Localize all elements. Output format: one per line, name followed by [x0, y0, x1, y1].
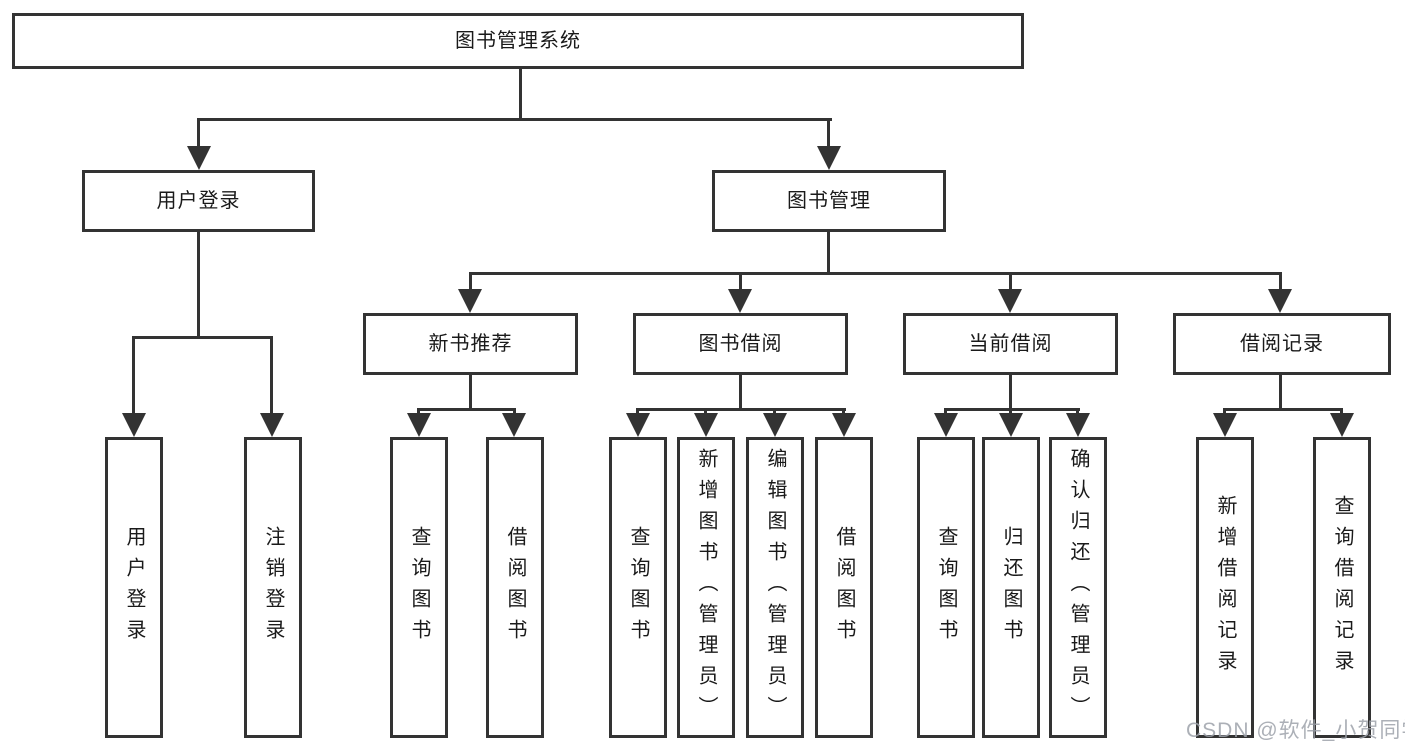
node-label: 用户登录: [123, 525, 145, 650]
arrow-down-icon: [458, 289, 482, 313]
arrow-down-icon: [694, 413, 718, 437]
node-current-borrow: 当前借阅: [903, 313, 1118, 375]
node-label: 用户登录: [156, 190, 241, 212]
node-borrow-records: 借阅记录: [1173, 313, 1391, 375]
node-library-system: 图书管理系统: [12, 13, 1024, 69]
node-book-management: 图书管理: [712, 170, 946, 232]
connector-line: [1009, 272, 1012, 290]
node-label: 当前借阅: [968, 333, 1053, 355]
connector-line: [1279, 375, 1282, 411]
arrow-down-icon: [122, 413, 146, 437]
node-label: 归还图书: [1000, 525, 1022, 650]
arrow-down-icon: [817, 146, 841, 170]
arrow-down-icon: [832, 413, 856, 437]
node-label: 注销登录: [262, 525, 284, 650]
node-return-book: 归还图书: [982, 437, 1040, 738]
connector-line: [1009, 375, 1012, 411]
connector-line: [1223, 408, 1226, 416]
node-query-borrow-record: 查询借阅记录: [1313, 437, 1371, 738]
connector-line: [469, 375, 472, 411]
node-label: 查询借阅记录: [1331, 494, 1353, 681]
node-new-book-recommend: 新书推荐: [363, 313, 578, 375]
arrow-down-icon: [934, 413, 958, 437]
arrow-down-icon: [1268, 289, 1292, 313]
arrow-down-icon: [999, 413, 1023, 437]
connector-line: [1076, 408, 1079, 416]
node-user-login-group: 用户登录: [82, 170, 315, 232]
connector-line: [469, 272, 1282, 275]
node-add-book-admin: 新增图书（管理员）: [677, 437, 735, 738]
connector-line: [827, 232, 830, 275]
arrow-down-icon: [502, 413, 526, 437]
node-label: 图书管理: [787, 190, 871, 212]
connector-line: [739, 272, 742, 290]
node-label: 新书推荐: [428, 333, 513, 355]
node-query-books-current: 查询图书: [917, 437, 975, 738]
connector-line: [197, 118, 200, 147]
node-label: 图书管理系统: [455, 30, 581, 52]
node-query-books-recommend: 查询图书: [390, 437, 448, 738]
connector-line: [132, 336, 273, 339]
arrow-down-icon: [260, 413, 284, 437]
connector-line: [197, 232, 200, 339]
node-logout: 注销登录: [244, 437, 302, 738]
node-label: 借阅图书: [833, 525, 855, 650]
node-label: 编辑图书（管理员）: [764, 448, 786, 727]
arrow-down-icon: [998, 289, 1022, 313]
connector-line: [827, 118, 830, 147]
connector-line: [944, 408, 1080, 411]
connector-line: [739, 375, 742, 411]
node-borrow-books: 借阅图书: [815, 437, 873, 738]
node-label: 确认归还（管理员）: [1067, 448, 1089, 727]
connector-line: [519, 69, 522, 121]
node-book-borrow: 图书借阅: [633, 313, 848, 375]
node-add-borrow-record: 新增借阅记录: [1196, 437, 1254, 738]
connector-line: [1340, 408, 1343, 416]
arrow-down-icon: [187, 146, 211, 170]
connector-line: [842, 408, 845, 416]
node-borrow-books-recommend: 借阅图书: [486, 437, 544, 738]
connector-line: [132, 336, 135, 414]
connector-line: [513, 408, 516, 416]
connector-line: [773, 408, 776, 416]
node-label: 查询图书: [935, 525, 957, 650]
connector-line: [1009, 408, 1012, 416]
node-confirm-return-admin: 确认归还（管理员）: [1049, 437, 1107, 738]
connector-line: [636, 408, 639, 416]
node-user-login: 用户登录: [105, 437, 163, 738]
arrow-down-icon: [1330, 413, 1354, 437]
connector-line: [1279, 272, 1282, 290]
connector-line: [417, 408, 420, 416]
node-query-books-borrow: 查询图书: [609, 437, 667, 738]
connector-line: [1223, 408, 1343, 411]
connector-line: [636, 408, 846, 411]
arrow-down-icon: [626, 413, 650, 437]
node-label: 借阅图书: [504, 525, 526, 650]
arrow-down-icon: [407, 413, 431, 437]
node-label: 图书借阅: [698, 333, 783, 355]
arrow-down-icon: [763, 413, 787, 437]
node-label: 借阅记录: [1240, 333, 1324, 355]
arrow-down-icon: [1213, 413, 1237, 437]
node-label: 新增借阅记录: [1214, 494, 1236, 681]
node-label: 查询图书: [627, 525, 649, 650]
arrow-down-icon: [728, 289, 752, 313]
node-edit-book-admin: 编辑图书（管理员）: [746, 437, 804, 738]
node-label: 查询图书: [408, 525, 430, 650]
connector-line: [417, 408, 516, 411]
connector-line: [469, 272, 472, 290]
node-label: 新增图书（管理员）: [695, 448, 717, 727]
connector-line: [270, 336, 273, 414]
connector-line: [944, 408, 947, 416]
csdn-watermark: CSDN @软件_小贺同学: [1186, 719, 1405, 742]
connector-line: [704, 408, 707, 416]
arrow-down-icon: [1066, 413, 1090, 437]
connector-line: [197, 118, 832, 121]
